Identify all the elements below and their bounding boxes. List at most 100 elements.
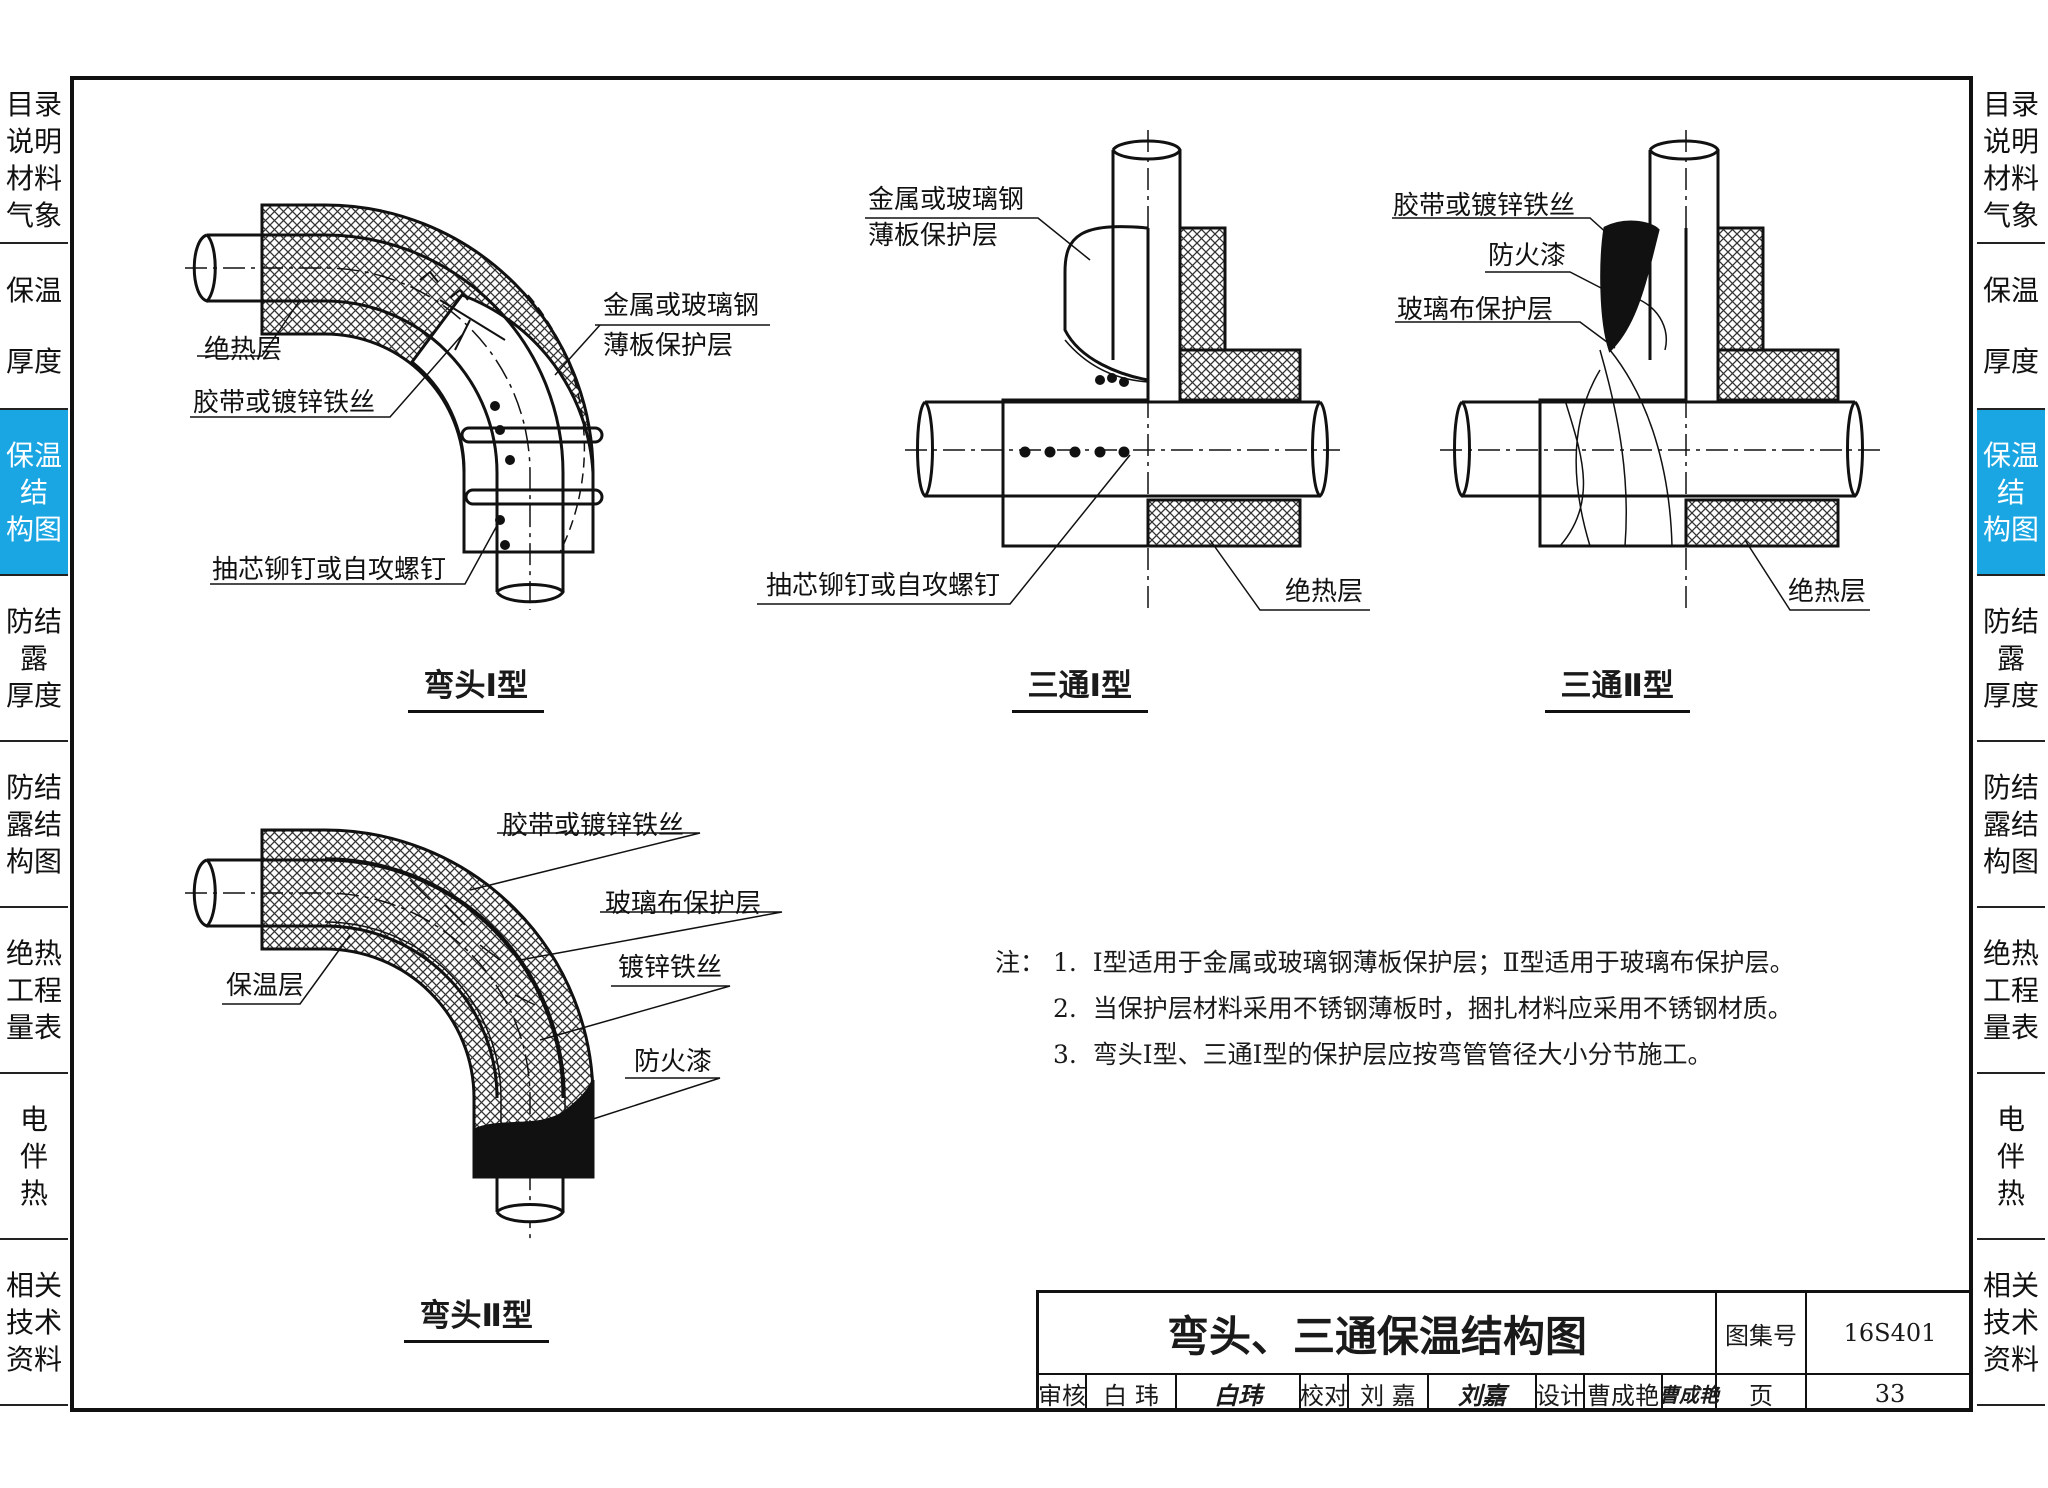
elbow1-cover-label-line2: 薄板保护层 bbox=[603, 331, 734, 361]
side-tab-anticondensation-structure-right[interactable]: 防结露结构图 bbox=[1977, 742, 2045, 908]
side-tab-text: 目录 bbox=[1982, 88, 2039, 121]
side-tab-catalog-right[interactable]: 目录说明材料气象 bbox=[1977, 78, 2045, 244]
side-tab-anticondensation-thickness-left[interactable]: 防结露厚度 bbox=[0, 576, 68, 742]
designer-name: 曹成艳 bbox=[1585, 1375, 1663, 1412]
side-tab-text: 资料 bbox=[1982, 1342, 2039, 1376]
side-tab-electric-tracing-right[interactable]: 电伴热 bbox=[1977, 1074, 2045, 1240]
tee1-insulation-label: 绝热层 bbox=[1285, 577, 1364, 607]
elbow2-tape-label: 胶带或镀锌铁丝 bbox=[502, 811, 685, 841]
page-number: 33 bbox=[1874, 1379, 1906, 1408]
tee2-cloth-label: 玻璃布保护层 bbox=[1397, 295, 1554, 325]
side-tab-insulation-structure-right[interactable]: 保温结构图 bbox=[1977, 410, 2045, 576]
note-3: 3. 弯头Ⅰ型、三通Ⅰ型的保护层应按弯管管径大小分节施工。 bbox=[1053, 1040, 1713, 1069]
side-tab-insulation-thickness-right[interactable]: 保温厚度 bbox=[1977, 244, 2045, 410]
side-tab-text: 伴 bbox=[19, 1139, 48, 1173]
side-tab-text: 露结 bbox=[1982, 807, 2039, 841]
reviewer-name: 白 玮 bbox=[1087, 1375, 1177, 1412]
side-tab-text: 相关 bbox=[5, 1268, 62, 1302]
side-tab-text: 技术 bbox=[5, 1305, 62, 1339]
side-tab-insulation-thickness-left[interactable]: 保温厚度 bbox=[0, 244, 68, 410]
note-1: 注：1. Ⅰ型适用于金属或玻璃钢薄板保护层；Ⅱ型适用于玻璃布保护层。 bbox=[995, 948, 1795, 977]
side-tab-text: 厚度 bbox=[5, 678, 62, 712]
tee1-rivet-label: 抽芯铆钉或自攻螺钉 bbox=[766, 571, 1001, 601]
page-label: 页 bbox=[1717, 1375, 1807, 1412]
tee2-insulation-top bbox=[1716, 348, 1840, 402]
tee1-cover-label-line1: 金属或玻璃钢 bbox=[868, 185, 1025, 215]
side-tab-text: 结 bbox=[19, 475, 48, 509]
elbow1-rivet-label: 抽芯铆钉或自攻螺钉 bbox=[212, 555, 447, 585]
side-tab-references-left[interactable]: 相关技术资料 bbox=[0, 1240, 68, 1406]
tee1-insulation-branch bbox=[1178, 226, 1227, 358]
atlas-number: 16S401 bbox=[1807, 1293, 1973, 1375]
reviewer-signature: 白玮 bbox=[1177, 1375, 1301, 1412]
title-block: 弯头、三通保温结构图 图集号 16S401 审核 白 玮 白玮 校对 刘 嘉 刘… bbox=[1036, 1290, 1973, 1412]
side-tab-text: 厚度 bbox=[5, 345, 62, 378]
side-tab-text: 热 bbox=[19, 1176, 48, 1210]
check-label: 校对 bbox=[1300, 1375, 1349, 1412]
note-2: 2. 当保护层材料采用不锈钢薄板时，捆扎材料应采用不锈钢材质。 bbox=[1053, 994, 1793, 1023]
side-tab-electric-tracing-left[interactable]: 电伴热 bbox=[0, 1074, 68, 1240]
side-tab-text: 露结 bbox=[5, 807, 62, 841]
elbow1-tape-label: 胶带或镀锌铁丝 bbox=[193, 388, 376, 418]
side-tab-text: 构图 bbox=[1982, 844, 2039, 878]
tee2-insulation-branch bbox=[1716, 226, 1765, 358]
side-tab-anticondensation-thickness-right[interactable]: 防结露厚度 bbox=[1977, 576, 2045, 742]
elbow2-wire-label: 镀锌铁丝 bbox=[618, 953, 723, 983]
side-tab-text: 目录 bbox=[5, 88, 62, 121]
side-tab-text: 电 bbox=[1996, 1102, 2025, 1136]
side-tab-text: 资料 bbox=[5, 1342, 62, 1376]
tee1-insulation-bottom bbox=[1146, 498, 1302, 548]
side-tab-text: 露 bbox=[1996, 641, 2025, 675]
tee2-fire-paint bbox=[1600, 220, 1660, 353]
tee2-fire-paint-label: 防火漆 bbox=[1488, 241, 1567, 271]
tee2-tape-label: 胶带或镀锌铁丝 bbox=[1393, 191, 1576, 221]
atlas-label: 图集号 bbox=[1717, 1293, 1807, 1375]
side-tab-text: 防结 bbox=[1982, 770, 2039, 804]
side-tab-text: 构图 bbox=[5, 844, 62, 878]
side-tab-text: 保温 bbox=[5, 438, 62, 472]
side-tab-text: 材料 bbox=[5, 162, 62, 195]
side-tab-text: 量表 bbox=[1982, 1010, 2039, 1044]
side-tab-text: 气象 bbox=[1982, 199, 2039, 232]
side-tab-anticondensation-structure-left[interactable]: 防结露结构图 bbox=[0, 742, 68, 908]
side-tab-text: 构图 bbox=[1982, 512, 2039, 546]
side-tab-text: 气象 bbox=[5, 199, 62, 232]
side-tab-insulation-structure-left[interactable]: 保温结构图 bbox=[0, 410, 68, 576]
tee1-caption: 三通Ⅰ型 bbox=[1011, 660, 1148, 713]
tee1-cover bbox=[1001, 228, 1150, 548]
side-tab-text: 保温 bbox=[1982, 274, 2039, 307]
checker-signature: 刘嘉 bbox=[1429, 1375, 1537, 1412]
elbow2-insulation-label: 保温层 bbox=[226, 971, 305, 1001]
side-tab-quantities-right[interactable]: 绝热工程量表 bbox=[1977, 908, 2045, 1074]
side-tab-text: 绝热 bbox=[5, 936, 62, 970]
tee2-caption: 三通Ⅱ型 bbox=[1544, 660, 1691, 713]
design-label: 设计 bbox=[1536, 1375, 1585, 1412]
tee1-insulation-top bbox=[1178, 348, 1302, 402]
review-label: 审核 bbox=[1038, 1375, 1087, 1412]
side-tab-quantities-left[interactable]: 绝热工程量表 bbox=[0, 908, 68, 1074]
side-tab-references-right[interactable]: 相关技术资料 bbox=[1977, 1240, 2045, 1406]
tee1-drawing bbox=[757, 130, 1370, 611]
tee2-insulation-bottom bbox=[1684, 498, 1840, 548]
notes: 注：1. Ⅰ型适用于金属或玻璃钢薄板保护层；Ⅱ型适用于玻璃布保护层。 2. 当保… bbox=[995, 940, 1795, 1078]
side-tab-text: 防结 bbox=[5, 770, 62, 804]
drawing-frame bbox=[70, 76, 1973, 1412]
elbow1-drawing bbox=[185, 203, 770, 610]
side-tab-text: 相关 bbox=[1982, 1268, 2039, 1302]
side-tab-text: 防结 bbox=[1982, 604, 2039, 638]
elbow2-fire-paint-label: 防火漆 bbox=[634, 1047, 713, 1077]
side-tab-text: 厚度 bbox=[1982, 678, 2039, 712]
side-tab-catalog-left[interactable]: 目录说明材料气象 bbox=[0, 78, 68, 244]
side-tab-text: 厚度 bbox=[1982, 345, 2039, 378]
elbow2-drawing bbox=[185, 828, 783, 1240]
side-tab-text: 防结 bbox=[5, 604, 62, 638]
side-tab-text: 结 bbox=[1996, 475, 2025, 509]
side-tab-text: 保温 bbox=[1982, 438, 2039, 472]
tee1-cover-label-line2: 薄板保护层 bbox=[868, 221, 999, 251]
elbow2-cloth-label: 玻璃布保护层 bbox=[605, 889, 762, 919]
elbow2-fire-paint bbox=[472, 1079, 595, 1179]
side-tab-text: 技术 bbox=[1982, 1305, 2039, 1339]
side-tab-text: 电 bbox=[19, 1102, 48, 1136]
side-tab-text: 绝热 bbox=[1982, 936, 2039, 970]
side-tab-text: 说明 bbox=[1982, 125, 2039, 158]
